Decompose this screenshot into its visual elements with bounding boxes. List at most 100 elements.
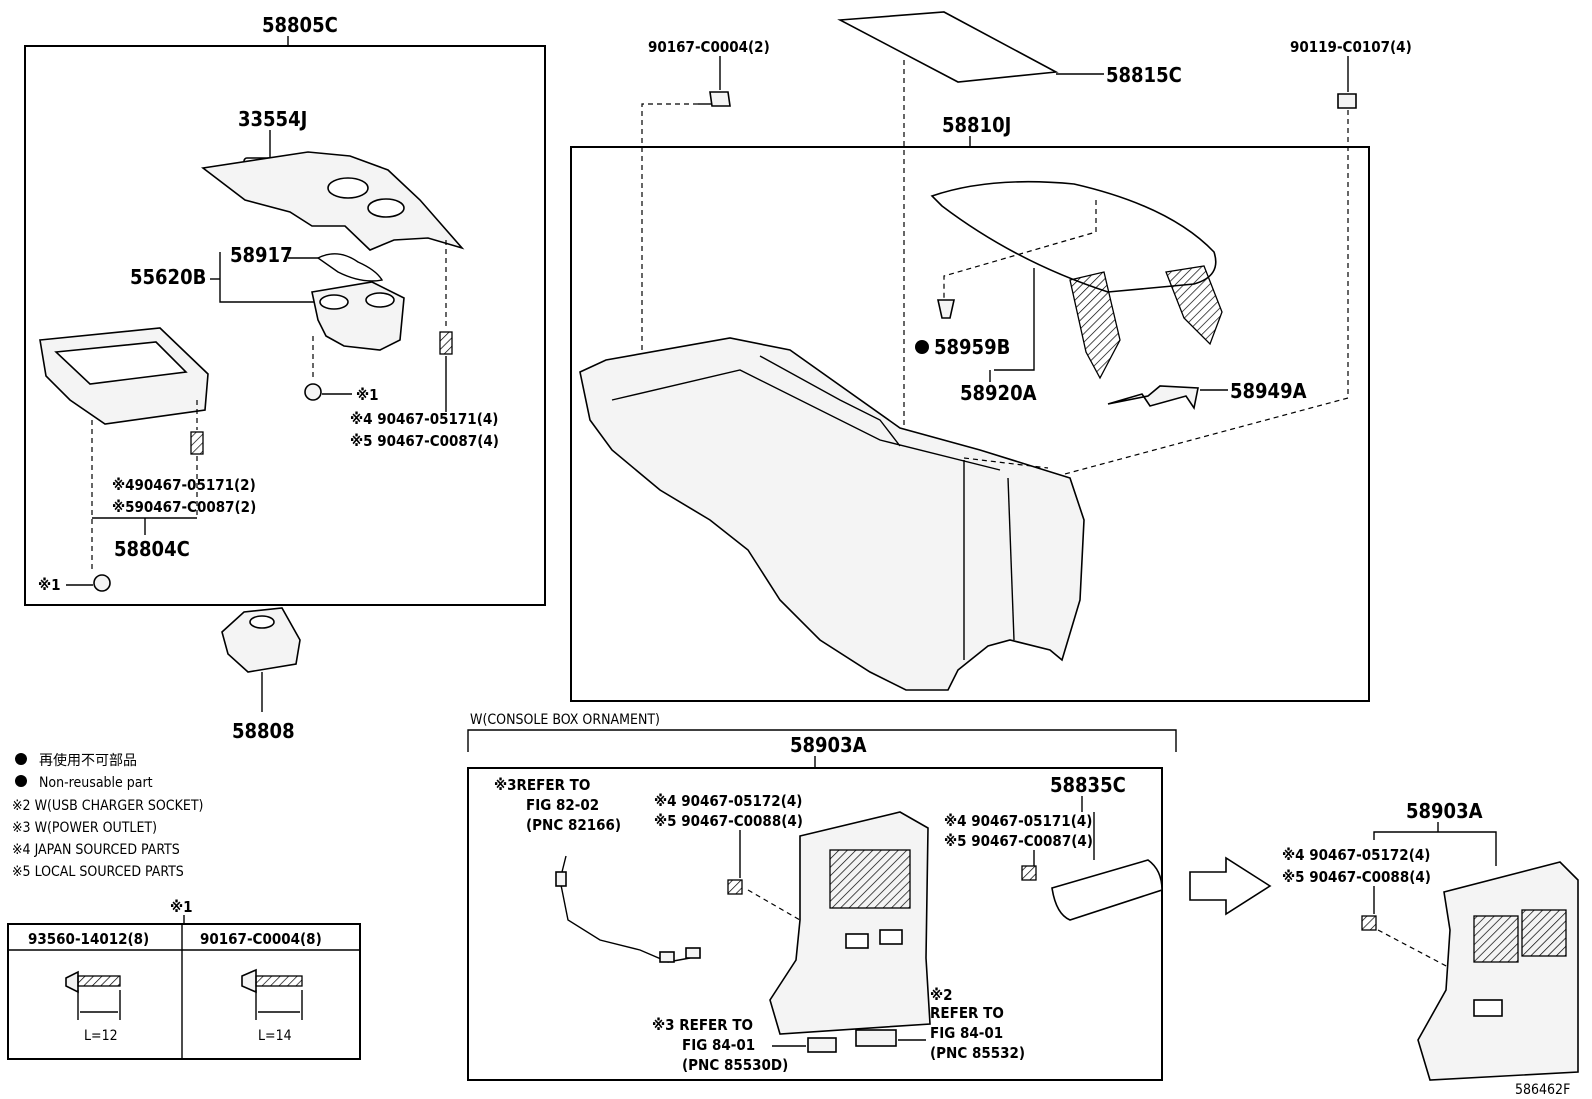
ref3-a-line3: (PNC 82166)	[526, 816, 621, 834]
label-s4-05171-4: ※4 90467-05171(4)	[350, 410, 498, 428]
ref2-line1: REFER TO	[930, 1004, 1004, 1022]
label-s5-C0088-4: ※5 90467-C0088(4)	[654, 812, 803, 830]
part-lid-hinge	[1069, 271, 1121, 380]
part-58815C	[837, 11, 1059, 83]
connector-icon	[685, 947, 701, 959]
part-85532	[855, 1029, 897, 1047]
screw-icon	[304, 383, 322, 401]
fastener-table: ※1 93560-14012(8) 90167-C0004(8) L=12 L=…	[7, 898, 361, 1060]
part-shift-panel	[201, 151, 465, 251]
bolt-icon	[709, 91, 731, 107]
label-s4-05172-4: ※4 90467-05172(4)	[654, 792, 802, 810]
legend: 再使用不可部品 Non-reusable part ※2 W(USB CHARG…	[12, 752, 203, 880]
label-s5-C0087-4: ※5 90467-C0087(4)	[350, 432, 499, 450]
group-ornament: W(CONSOLE BOX ORNAMENT) 58903A ※3REFER T…	[467, 712, 1177, 1081]
ornament-title: W(CONSOLE BOX ORNAMENT)	[470, 712, 660, 728]
label-58804C: 58804C	[114, 537, 190, 561]
group-58805C: 58805C 33554J 58917 55620B ※1 ※4 90467-0…	[24, 13, 546, 606]
group-58810J: 90167-C0004(2) 58815C 90119-C0107(4) 588…	[570, 11, 1412, 702]
ref3-b-line2: FIG 84-01	[682, 1036, 755, 1054]
label-58920A: 58920A	[960, 381, 1037, 405]
connector-icon	[659, 951, 675, 963]
group-58903A-right: 58903A ※4 90467-05172(4) ※5 90467-C0088(…	[1282, 799, 1579, 1081]
frame-58805C	[24, 45, 546, 606]
table-col1-len: L=12	[84, 1028, 118, 1044]
non-reusable-dot	[15, 775, 27, 787]
legend-note-3: ※3 W(POWER OUTLET)	[12, 820, 157, 836]
label-s4-05171-4b: ※4 90467-05171(4)	[944, 812, 1092, 830]
part-58903A-right	[1417, 861, 1579, 1081]
label-58917: 58917	[230, 243, 293, 267]
label-90167-C0004-2: 90167-C0004(2)	[648, 38, 770, 56]
ref3-a-line2: FIG 82-02	[526, 796, 599, 814]
ref3-a-line1: ※3REFER TO	[494, 776, 590, 794]
label-ref1-b: ※1	[38, 576, 61, 594]
bolt-icon	[1337, 93, 1357, 109]
clip-icon	[727, 879, 743, 895]
part-lid-hinge	[1165, 265, 1223, 346]
part-wire-harness	[559, 855, 691, 963]
screw-icon	[65, 970, 79, 994]
part-console-body	[579, 337, 1085, 691]
legend-en: Non-reusable part	[39, 775, 153, 791]
label-58903A-right: 58903A	[1406, 799, 1483, 823]
ref2-line3: (PNC 85532)	[930, 1044, 1025, 1062]
label-58808: 58808	[232, 719, 295, 743]
legend-note-4: ※4 JAPAN SOURCED PARTS	[12, 842, 180, 858]
label-33554J: 33554J	[238, 107, 307, 131]
clip-icon	[1021, 865, 1037, 881]
ref3-b-line1: ※3 REFER TO	[652, 1016, 753, 1034]
arrow-right-icon	[1189, 856, 1272, 916]
clip-icon	[1361, 915, 1377, 931]
clip-icon	[439, 331, 453, 355]
image-code: 586462F	[1515, 1082, 1570, 1098]
frame-ornament	[467, 767, 1163, 1081]
legend-note-2: ※2 W(USB CHARGER SOCKET)	[12, 798, 203, 814]
label-58959B: 58959B	[934, 335, 1010, 359]
ref2-line2: FIG 84-01	[930, 1024, 1003, 1042]
ref3-b-line3: (PNC 85530D)	[682, 1056, 788, 1074]
screw-icon	[93, 574, 111, 592]
part-58903A	[769, 811, 931, 1035]
label-58815C: 58815C	[1106, 63, 1182, 87]
non-reusable-dot	[915, 340, 929, 354]
part-85530D	[807, 1037, 837, 1053]
label-s5-C0088-4r: ※5 90467-C0088(4)	[1282, 868, 1431, 886]
clip-icon	[937, 299, 955, 319]
table-col2-len: L=14	[258, 1028, 292, 1044]
label-58810J: 58810J	[942, 113, 1011, 137]
legend-note-5: ※5 LOCAL SOURCED PARTS	[12, 864, 184, 880]
legend-jp: 再使用不可部品	[39, 752, 137, 769]
label-58805C: 58805C	[262, 13, 338, 37]
label-58835C: 58835C	[1050, 773, 1126, 797]
frame-58810J	[570, 146, 1370, 702]
connector-icon	[555, 871, 567, 887]
ref2-star: ※2	[930, 986, 953, 1004]
part-58949A	[1107, 385, 1199, 411]
label-55620B: 55620B	[130, 265, 206, 289]
label-s5-C0087-4b: ※5 90467-C0087(4)	[944, 832, 1093, 850]
screw-icon	[241, 968, 257, 994]
vent-icon	[829, 849, 911, 909]
part-58808	[221, 607, 301, 673]
part-55620B	[311, 281, 405, 351]
table-col2-part: 90167-C0004(8)	[200, 930, 322, 948]
vent-icon	[1473, 915, 1519, 963]
non-reusable-dot	[15, 753, 27, 765]
part-58835C	[1051, 859, 1163, 921]
part-armrest-lid	[930, 180, 1217, 293]
label-58949A: 58949A	[1230, 379, 1307, 403]
vent-icon	[1521, 909, 1567, 957]
clip-icon	[190, 431, 204, 455]
group-58808: 58808	[221, 607, 301, 743]
label-58903A: 58903A	[790, 733, 867, 757]
table-header: ※1	[170, 898, 193, 916]
label-s5-C0087-2: ※590467-C0087(2)	[112, 498, 256, 516]
label-90119-C0107-4: 90119-C0107(4)	[1290, 38, 1412, 56]
table-col1-part: 93560-14012(8)	[28, 930, 149, 948]
label-s4-05172-4r: ※4 90467-05172(4)	[1282, 846, 1430, 864]
part-58917	[316, 253, 384, 282]
label-s4-05171-2: ※490467-05171(2)	[112, 476, 256, 494]
label-ref1-a: ※1	[356, 386, 379, 404]
